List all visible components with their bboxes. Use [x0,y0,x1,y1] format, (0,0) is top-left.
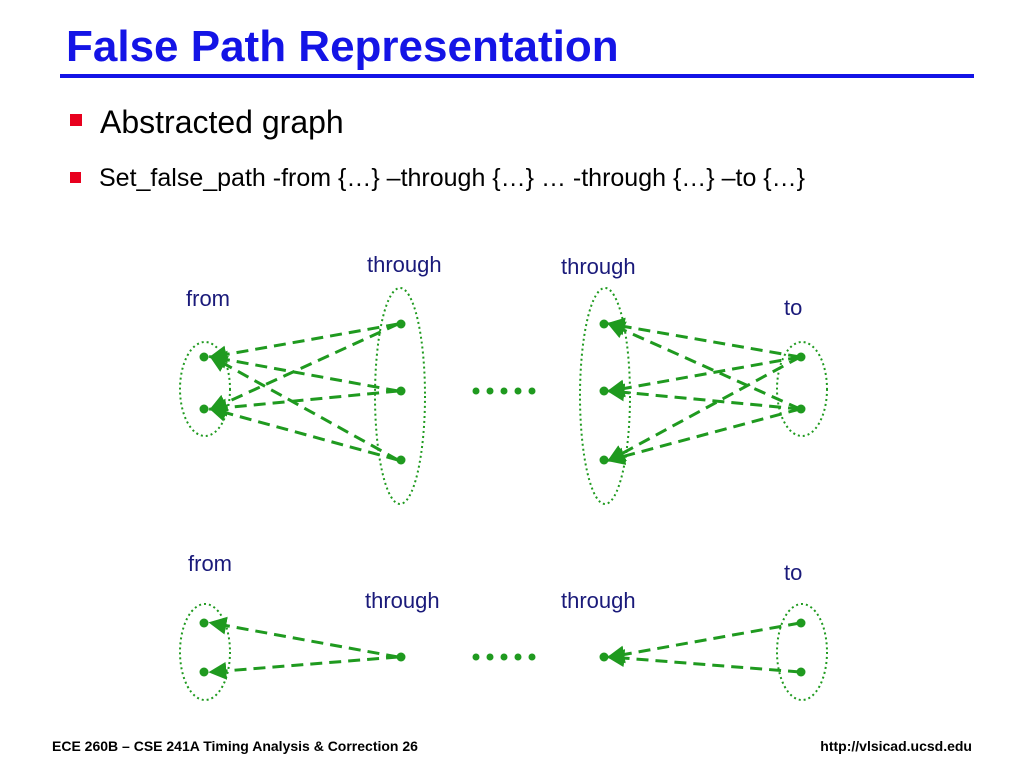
through-label: through [365,588,440,613]
from-label: from [186,286,230,311]
footer-url: http://vlsicad.ucsd.edu [820,738,972,754]
to-group-outline [776,603,828,701]
through-node [599,319,609,329]
through-node [396,652,406,662]
path-edge [208,655,399,680]
path-edge [606,621,801,664]
bullet-text: Set_false_path -from {…} –through {…} … … [99,164,805,192]
title-underline [60,74,974,78]
bullet-item: Set_false_path -from {…} –through {…} … … [70,164,805,193]
to-node [796,618,806,628]
from-label: from [188,551,232,576]
path-edge [606,321,801,411]
path-edge [208,322,399,412]
path-edge [208,322,399,364]
through-label: through [561,254,636,279]
path-edge [606,317,801,359]
through-group-outline [579,287,631,505]
to-label: to [784,295,802,320]
from-group-outline [179,603,231,701]
bullet-square-icon [70,114,82,126]
top-graph: from through through to [179,252,828,505]
from-node [199,352,209,362]
from-node [199,667,209,677]
path-edge [208,389,399,417]
path-edge [606,355,801,398]
from-group-outline [179,341,231,437]
to-label: to [784,560,802,585]
path-edge [208,350,399,393]
path-edge [208,616,399,659]
through-node [599,386,609,396]
ellipsis-dots [472,653,536,661]
to-group-outline [776,341,828,437]
path-edge [606,649,801,674]
to-node [796,667,806,677]
through-node [396,386,406,396]
through-label: through [561,588,636,613]
bullet-item: Abstracted graph [70,104,344,141]
to-node [796,404,806,414]
footer-course: ECE 260B – CSE 241A Timing Analysis & Co… [52,738,418,754]
from-node [199,404,209,414]
path-edge [606,407,801,465]
bullet-square-icon [70,172,81,183]
path-edge [606,355,801,462]
bottom-graph: from through through to [179,551,828,701]
path-edge [606,383,801,411]
through-label: through [367,252,442,277]
slide-title: False Path Representation [66,22,619,71]
through-group-outline [374,287,426,505]
through-node [396,455,406,465]
path-edge [208,404,399,462]
through-node [599,455,609,465]
to-node [796,352,806,362]
path-edge [208,355,399,462]
through-node [396,319,406,329]
ellipsis-dots [472,387,536,395]
from-node [199,618,209,628]
through-node [599,652,609,662]
bullet-text: Abstracted graph [100,104,344,140]
